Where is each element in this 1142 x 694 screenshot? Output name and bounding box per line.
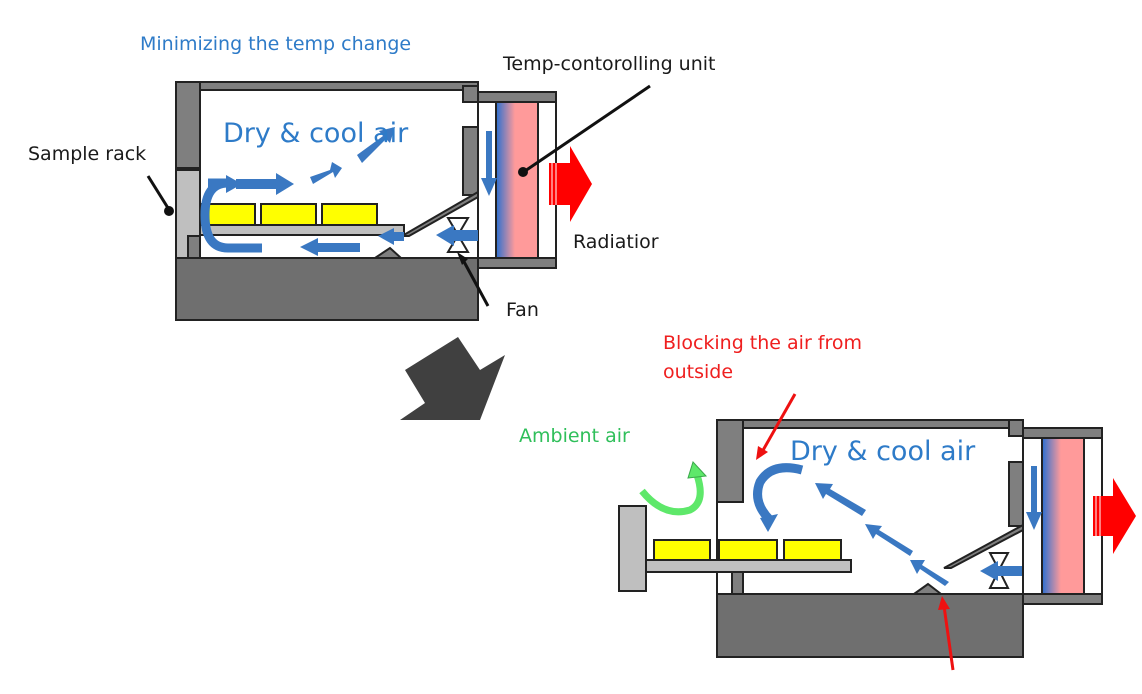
sample-rack-door [618,505,647,592]
top-title: Minimizing the temp change [140,33,411,55]
floor-deflector [371,246,404,259]
sample-box [653,539,711,561]
bottom-airflow-label: Dry & cool air [790,436,976,467]
radiator [495,101,539,259]
sample-tray [645,559,852,573]
heat-out-arrow-icon [549,146,592,222]
floor-deflector [910,582,944,595]
unit-top-wall [1022,427,1103,439]
label-temp-unit: Temp-contorolling unit [502,53,716,75]
leader-temp-unit [524,84,651,173]
base-block [716,593,1024,658]
leader-dot [518,167,528,177]
blocking-label-line1: Blocking the air from [663,332,862,354]
arrow-diagonal-icon [815,483,866,516]
bottom-airflow [639,461,1042,586]
u-turn-arrow-icon [200,178,262,253]
arrow-left-icon [300,238,360,256]
top-wall [175,81,479,91]
arrow-diagonal-icon [910,560,949,586]
top-airflow-label: Dry & cool air [223,118,409,149]
radiator [1041,437,1085,595]
unit-bottom-wall [477,257,557,269]
ambient-air-label: Ambient air [519,425,630,447]
inner-wall-mid [1008,461,1024,527]
inner-wall-top [462,85,479,103]
arrow-diagonal-icon [310,162,342,184]
arrow-down-icon [481,131,497,196]
rack-post [187,235,201,259]
arrow-left-icon [980,561,1022,581]
top-airflow [200,127,497,256]
inner-wall-mid [462,126,479,196]
diagonal-baffle [943,523,1024,569]
base-block [175,257,479,321]
rack-post [731,571,744,595]
ambient-air-arrow-icon [639,473,704,516]
arrow-diagonal-icon [357,127,395,163]
heat-out-arrow-icon [1093,478,1136,554]
sample-box [718,539,778,561]
inner-wall-top [1008,419,1024,437]
top-wall [716,419,1024,429]
sample-box [260,203,317,226]
fan-icon [988,552,1010,573]
sample-box [321,203,378,226]
leader-sample-rack [146,175,170,209]
pointer-blocking-bottom [942,605,955,671]
transition-arrow-icon [400,337,505,420]
unit-bottom-wall [1022,593,1103,605]
arrow-left-icon [436,225,478,246]
arrow-diagonal-icon [865,524,913,556]
pointer-blocking-top [760,393,797,453]
label-sample-rack: Sample rack [28,143,146,165]
left-wall-upper [175,81,201,169]
leader-dot [164,206,174,216]
left-wall-upper [716,419,744,503]
bottom-chamber [618,419,1024,658]
sample-tray [199,224,405,236]
curved-arrow-icon [753,463,804,524]
label-radiator: Radiatior [573,231,659,253]
top-chamber [175,81,479,321]
sample-box [783,539,842,561]
arrow-right-icon [236,173,294,195]
label-fan: Fan [506,299,539,321]
unit-top-wall [477,91,557,103]
arrow-left-icon [378,228,404,245]
arrow-down-icon [1026,466,1042,530]
blocking-label-line2: outside [663,361,733,383]
diagonal-baffle [398,190,479,237]
leader-fan [460,257,490,307]
